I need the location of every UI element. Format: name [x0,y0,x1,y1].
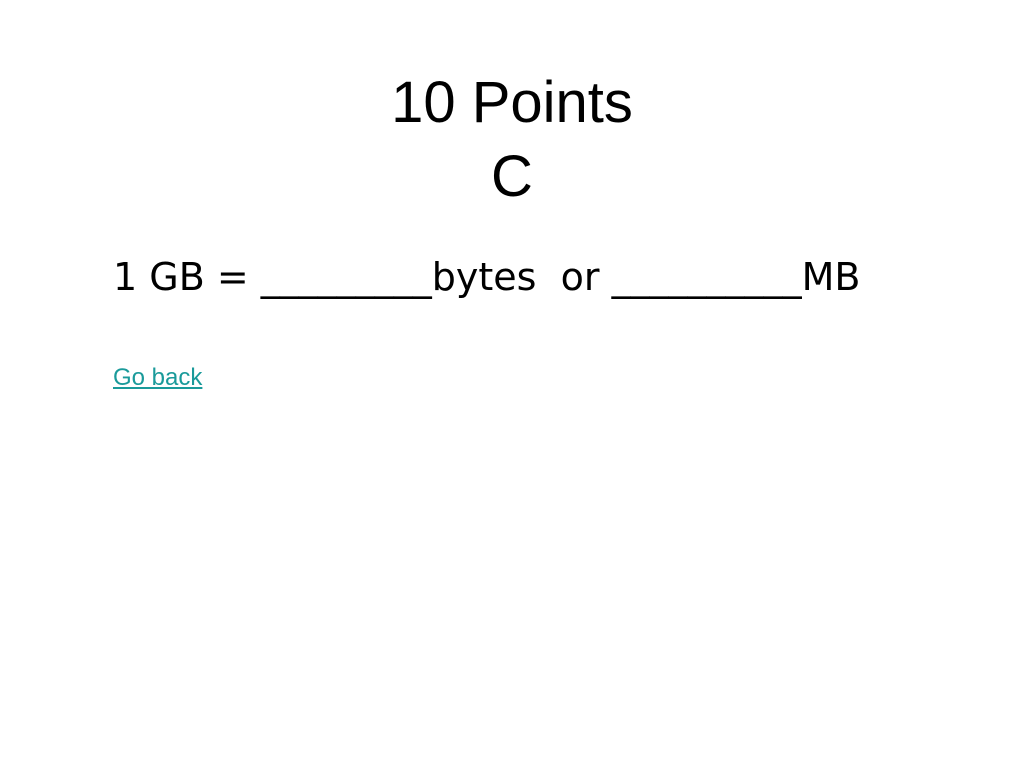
question-text: 1 GB = _________bytes or __________MB [113,255,861,299]
go-back-link[interactable]: Go back [113,364,203,391]
slide-title: 10 Points C [0,66,1024,214]
title-points: 10 Points [391,70,633,135]
title-category: C [491,144,533,209]
